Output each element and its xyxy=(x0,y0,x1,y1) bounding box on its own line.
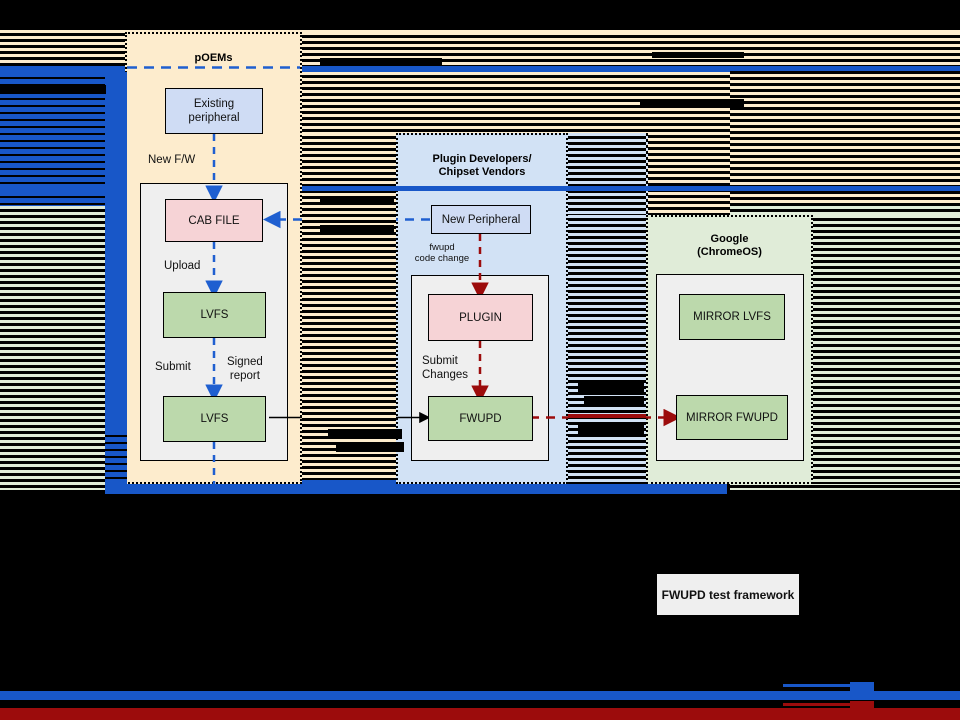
node-fwupd[interactable]: FWUPD xyxy=(428,396,533,441)
edge-label-upload: Upload xyxy=(164,259,200,273)
edge-label-signed-report-line2: report xyxy=(229,370,260,382)
node-lvfs-submit[interactable]: LVFS xyxy=(163,396,266,442)
node-existing-peripheral-label-line2: peripheral xyxy=(188,112,240,124)
edge-label-submit-changes-line1: Submit xyxy=(422,355,458,367)
node-cab-file-label: CAB FILE xyxy=(188,214,240,227)
edge-label-submit-changes: Submit Changes xyxy=(422,354,468,382)
node-existing-peripheral[interactable]: Existing peripheral xyxy=(165,88,263,134)
edge-label-fwupd-code-change: fwupd code change xyxy=(409,242,475,264)
edge-label-upload-text: Upload xyxy=(164,260,201,272)
node-cab-file[interactable]: CAB FILE xyxy=(165,199,263,242)
node-existing-peripheral-label-line1: Existing xyxy=(193,98,235,110)
container-plugin-title-line2: Chipset Vendors xyxy=(438,166,526,178)
node-mirror-fwupd[interactable]: MIRROR FWUPD xyxy=(676,395,788,440)
edge-label-fwupd-code-change-line2: code change xyxy=(414,253,470,264)
edge-label-signed-report-line1: Signed xyxy=(227,356,263,368)
node-new-peripheral-label: New Peripheral xyxy=(441,213,521,226)
container-plugin-title-line1: Plugin Developers/ xyxy=(432,153,532,165)
container-google-title-line1: Google xyxy=(710,233,749,245)
node-lvfs-submit-label: LVFS xyxy=(200,413,229,425)
node-fwupd-test-framework-visible[interactable]: FWUPD test framework xyxy=(657,574,799,615)
node-plugin[interactable]: PLUGIN xyxy=(428,294,533,341)
edge-label-submit: Submit xyxy=(155,360,191,374)
node-lvfs-upload-label: LVFS xyxy=(200,309,229,321)
edge-label-submit-changes-line2: Changes xyxy=(422,369,469,381)
node-new-peripheral[interactable]: New Peripheral xyxy=(431,205,531,234)
node-mirror-lvfs-label: MIRROR LVFS xyxy=(693,311,771,323)
node-mirror-lvfs[interactable]: MIRROR LVFS xyxy=(679,294,785,340)
node-fwupd-label: FWUPD xyxy=(459,412,502,425)
node-fwupd-test-framework-visible-label: FWUPD test framework xyxy=(661,587,795,602)
container-poems-title: pOEMs xyxy=(194,52,233,64)
edge-label-signed-report: Signed report xyxy=(227,355,263,383)
edge-label-new-fw: New F/W xyxy=(148,153,195,167)
edge-label-new-fw-text: New F/W xyxy=(148,154,196,166)
node-lvfs-upload[interactable]: LVFS xyxy=(163,292,266,338)
edge-label-fwupd-code-change-line1: fwupd xyxy=(429,242,455,253)
container-google-title-line2: (ChromeOS) xyxy=(697,246,762,258)
edge-label-submit-text: Submit xyxy=(155,361,191,373)
node-plugin-label: PLUGIN xyxy=(459,311,502,324)
node-mirror-fwupd-label: MIRROR FWUPD xyxy=(686,411,778,424)
